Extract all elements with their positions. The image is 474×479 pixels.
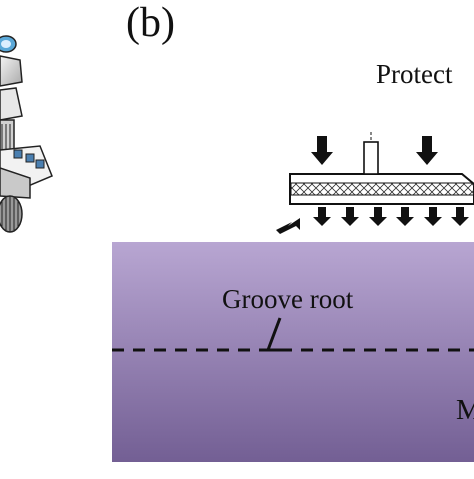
nozzle-stem [363,141,379,175]
flow-arrows [276,207,469,234]
panel-label: (b) [126,0,175,46]
protect-label: Protect [376,59,453,89]
metal-block [112,242,474,462]
top-arrows [311,136,438,165]
material-label: M [456,394,474,426]
machine-illustration [0,35,53,233]
groove-leader [265,317,284,352]
protective-block [289,132,474,205]
groove-root-label: Groove root [222,284,354,314]
